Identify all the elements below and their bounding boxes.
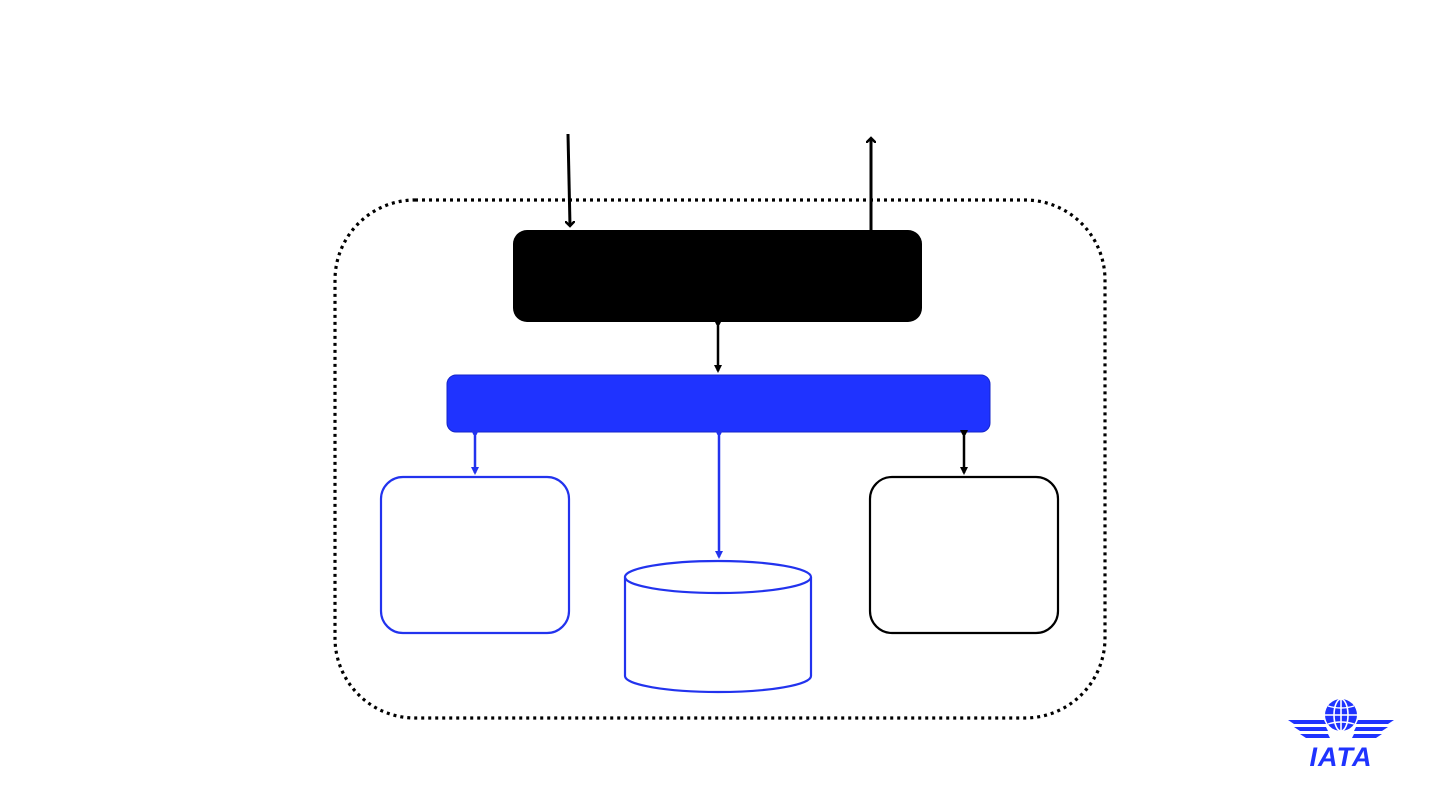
input-arrow — [568, 133, 570, 226]
globe-icon — [1325, 698, 1357, 732]
logo-wordmark: IATA — [1310, 742, 1373, 768]
database-cylinder-icon — [623, 559, 813, 694]
left-box — [379, 475, 571, 635]
top-block — [513, 230, 922, 322]
blue-bar — [446, 374, 991, 433]
logo-wings — [1288, 720, 1394, 738]
right-box — [868, 475, 1060, 635]
iata-logo: IATA — [1288, 698, 1394, 768]
